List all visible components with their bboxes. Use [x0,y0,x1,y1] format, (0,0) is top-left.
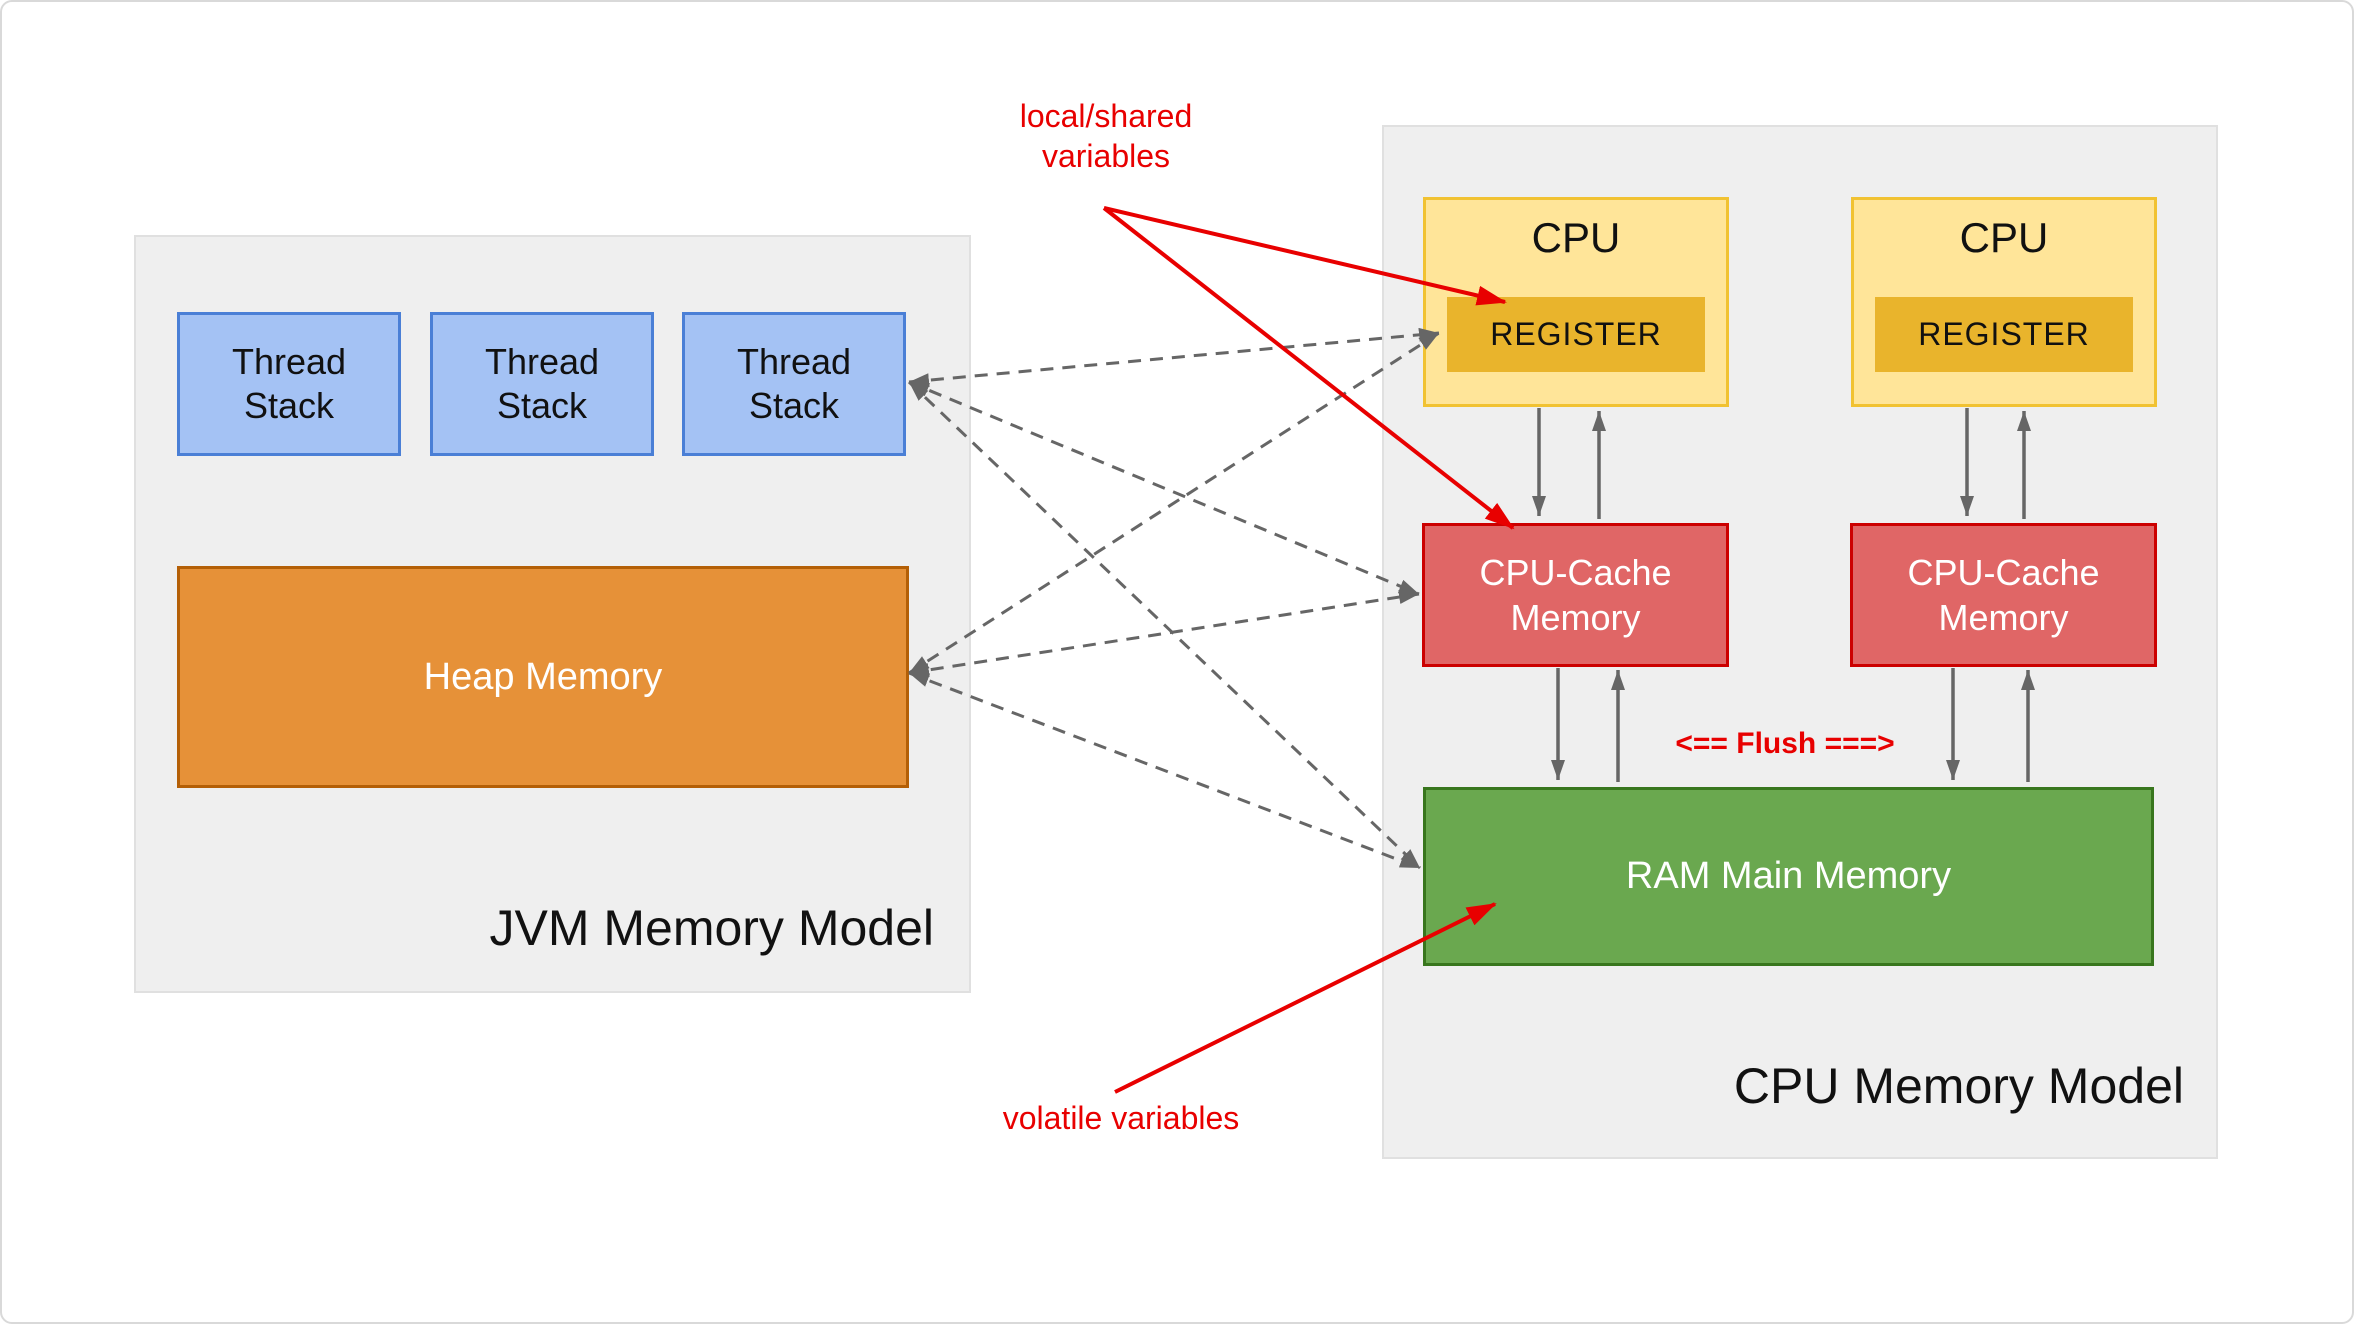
cpu-box-1: CPU REGISTER [1423,197,1729,407]
ram-label: RAM Main Memory [1625,855,1952,897]
cpu-label: CPU [1959,214,2049,261]
heap-memory-label: Heap Memory [423,655,663,698]
thread-stack-box-2: Thread Stack [430,312,654,456]
cpu-memory-model-container: CPU REGISTER CPU REGISTER CPU-Cache Memo… [1382,125,2218,1159]
cpu-cache-label: CPU-Cache Memory [1907,552,2100,638]
thread-stack-label: Thread Stack [736,341,852,426]
local-shared-variables-annotation: local/shared variables [1019,98,1193,174]
register-box-2: REGISTER [1875,297,2133,372]
thread-stack-box-3: Thread Stack [682,312,906,456]
cpu-box-2: CPU REGISTER [1851,197,2157,407]
cpu-cache-memory-box-1: CPU-Cache Memory [1422,523,1729,667]
connector-thread-ram [907,380,1422,870]
jvm-model-title: JVM Memory Model [489,900,934,956]
cpu-cache-memory-box-2: CPU-Cache Memory [1850,523,2157,667]
register-label: REGISTER [1490,316,1662,352]
connector-heap-ram [908,671,1421,870]
thread-stack-label: Thread Stack [231,341,347,426]
volatile-variables-annotation: volatile variables [1002,1100,1240,1136]
connector-thread-register [908,327,1440,388]
connector-heap-register [908,331,1440,675]
cpu-model-title: CPU Memory Model [1733,1058,2184,1114]
heap-memory-box: Heap Memory [177,566,909,788]
cpu-label: CPU [1531,214,1621,261]
cpu-cache-label: CPU-Cache Memory [1479,552,1672,638]
connector-heap-cache [908,590,1420,677]
register-label: REGISTER [1918,316,2090,352]
flush-annotation: <== Flush ===> [1675,727,1895,760]
connector-thread-cache [908,380,1420,596]
dashed-connector-group [907,327,1440,870]
ram-main-memory-box: RAM Main Memory [1423,787,2154,966]
jvm-memory-model-container: Thread Stack Thread Stack Thread Stack H… [134,235,971,993]
register-box-1: REGISTER [1447,297,1705,372]
thread-stack-box-1: Thread Stack [177,312,401,456]
thread-stack-label: Thread Stack [484,341,600,426]
